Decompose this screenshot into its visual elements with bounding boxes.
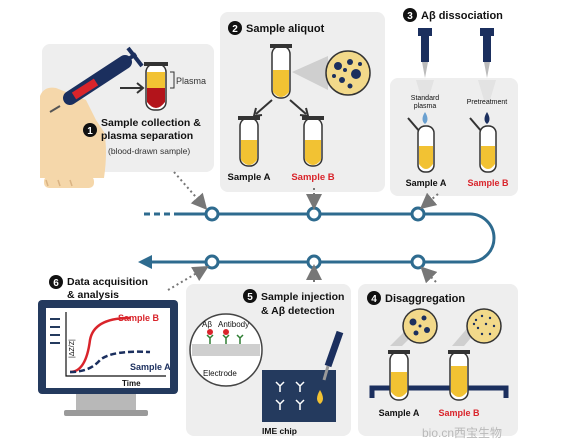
step-2-sample-b: Sample B <box>291 172 334 183</box>
step-6-title-line2: & analysis <box>67 289 119 301</box>
monitor-icon <box>38 300 178 416</box>
workflow-track <box>138 206 496 270</box>
step-3-left-label-line2: plasma <box>414 103 437 110</box>
step-3-right-label: Pretreatment <box>467 99 508 106</box>
step-5-antibody-label: Antibody <box>218 320 249 329</box>
step-5-ab-label: Aβ <box>202 320 212 329</box>
split-arrow-right <box>289 99 307 115</box>
sidebar-lines-icon <box>50 318 60 344</box>
step-3-title: Aβ dissociation <box>421 10 503 22</box>
curve-sample-b <box>69 316 131 374</box>
magnifier-sample-a-icon <box>390 308 438 346</box>
curve-sample-a <box>69 350 151 374</box>
tube-sample-b-step2 <box>302 116 324 167</box>
tube-rack <box>369 385 509 398</box>
step-3-number: 3 <box>407 11 413 22</box>
tube-sample-a-step3 <box>407 117 435 173</box>
aggregate-magnifier-icon <box>325 50 371 96</box>
track-node-5 <box>306 254 322 270</box>
source-tube-icon <box>270 44 292 99</box>
tube-sample-b-step4 <box>448 350 470 401</box>
syringe-icon <box>49 46 144 113</box>
step-1-title-line1: Sample collection & <box>101 117 201 129</box>
plasma-bracket <box>170 71 175 89</box>
connector-arrows <box>167 171 439 291</box>
step-6-title-line1: Data acquisition <box>67 276 148 288</box>
track-node-3 <box>410 206 426 222</box>
step-3-sample-b: Sample B <box>467 178 509 188</box>
plasma-tube-icon <box>144 62 168 111</box>
step-6-badge <box>49 275 63 289</box>
track-node-4 <box>410 254 426 270</box>
step-2-sample-a: Sample A <box>228 172 271 183</box>
hand-illustration <box>40 87 106 188</box>
pipette-step5-icon <box>322 330 344 381</box>
drop-dark-icon <box>484 112 490 124</box>
split-arrow-left <box>255 99 273 115</box>
tube-sample-a-step2 <box>238 116 260 167</box>
step-5-title-line2: & Aβ detection <box>261 305 335 317</box>
step-1-subtitle: (blood-drawn sample) <box>108 146 190 156</box>
step-3-badge <box>403 8 417 22</box>
step-4-sample-b: Sample B <box>438 408 480 418</box>
tube-sample-b-step3 <box>469 117 497 173</box>
step-6-series-a: Sample A <box>130 362 171 372</box>
step-4-badge <box>367 291 381 305</box>
step-2-badge <box>228 21 242 35</box>
step-6-y-axis: |ΔZ/Z| <box>69 339 76 358</box>
magnifier-sample-b-icon <box>452 308 502 346</box>
track-node-2 <box>306 206 322 222</box>
tube-sample-a-step4 <box>388 350 410 401</box>
step-5-badge <box>243 289 257 303</box>
step-3-sample-a: Sample A <box>406 178 447 188</box>
magnify-beam <box>292 56 328 90</box>
step-1-title-line2: plasma separation <box>101 130 193 142</box>
step-2-title: Sample aliquot <box>246 23 325 35</box>
step-6-x-axis: Time <box>122 379 141 388</box>
step-1-number: 1 <box>87 126 93 137</box>
pipette-left-icon <box>416 28 434 100</box>
step-5-number: 5 <box>247 292 253 303</box>
drop-light-icon <box>422 112 428 124</box>
step-4-sample-a: Sample A <box>379 408 420 418</box>
step-3-left-label-line1: Standard <box>411 95 440 102</box>
step-4-title: Disaggregation <box>385 293 465 305</box>
watermark: bio.cn西宝生物 <box>422 426 502 440</box>
track-node-6 <box>204 254 220 270</box>
plasma-label: Plasma <box>176 76 206 86</box>
pipette-right-icon <box>478 28 496 100</box>
step-1-badge <box>83 123 97 137</box>
step-6-series-b: Sample B <box>118 313 160 323</box>
step-5-electrode-label: Electrode <box>203 369 237 378</box>
step-6-number: 6 <box>53 278 59 289</box>
track-node-1 <box>204 206 220 222</box>
step-5-chip-label: IME chip <box>262 426 297 436</box>
step-2-number: 2 <box>232 24 238 35</box>
step-5-title-line1: Sample injection <box>261 291 344 303</box>
electrode-magnifier-icon <box>189 313 263 387</box>
step-4-number: 4 <box>371 294 377 305</box>
